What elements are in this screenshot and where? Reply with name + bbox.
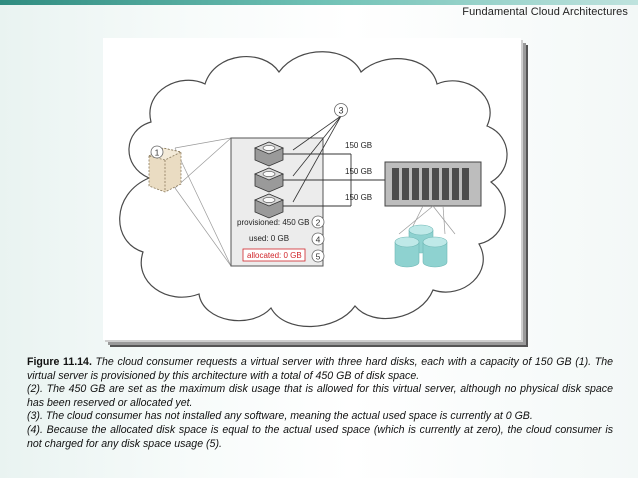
caption-line-4: (4). Because the allocated disk space is… [27, 423, 613, 450]
storage-array-icon [384, 161, 482, 207]
callout-3-lines [292, 115, 342, 203]
allocated-label-box [242, 248, 306, 262]
figure-caption: Figure 11.14. The cloud consumer request… [27, 356, 613, 451]
used-label: used: 0 GB [249, 234, 289, 243]
figure-panel: 3 150 GB 150 GB 150 GB provisioned: 450 … [103, 38, 521, 340]
callout-2-label: 2 [316, 218, 321, 228]
provisioned-label: provisioned: 450 GB [237, 218, 310, 227]
callout-4: 4 [311, 232, 325, 246]
hard-disk-2 [253, 167, 285, 193]
callout-1-label: 1 [155, 148, 160, 158]
callout-1: 1 [150, 145, 164, 159]
callout-3-label: 3 [338, 106, 343, 116]
cloud-consumer-cube-icon [147, 147, 183, 193]
callout-4-label: 4 [316, 235, 321, 245]
caption-line-3: (3). The cloud consumer has not installe… [27, 410, 533, 423]
consumer-projection-lines [174, 137, 232, 267]
hard-disk-3 [253, 193, 285, 219]
disk-size-label-3: 150 GB [345, 193, 372, 202]
storage-cylinders-icon [394, 224, 448, 268]
slide-header-title: Fundamental Cloud Architectures [462, 6, 628, 18]
caption-line-1: The cloud consumer requests a virtual se… [27, 356, 613, 382]
callout-5: 5 [311, 249, 325, 263]
disk-connection-lines [279, 153, 385, 207]
caption-line-2: (2). The 450 GB are set as the maximum d… [27, 383, 613, 409]
hard-disk-1 [253, 141, 285, 167]
callout-3: 3 [334, 103, 348, 117]
callout-5-label: 5 [316, 252, 321, 262]
cloud-diagram: 3 150 GB 150 GB 150 GB provisioned: 450 … [119, 51, 508, 328]
disk-size-label-2: 150 GB [345, 167, 372, 176]
disk-size-label-1: 150 GB [345, 141, 372, 150]
caption-paragraph-1: Figure 11.14. The cloud consumer request… [27, 356, 613, 383]
allocated-label: allocated: 0 GB [247, 251, 302, 260]
caption-figure-number: Figure 11.14. [27, 356, 92, 368]
top-accent-bar [0, 0, 638, 5]
callout-2: 2 [311, 215, 325, 229]
